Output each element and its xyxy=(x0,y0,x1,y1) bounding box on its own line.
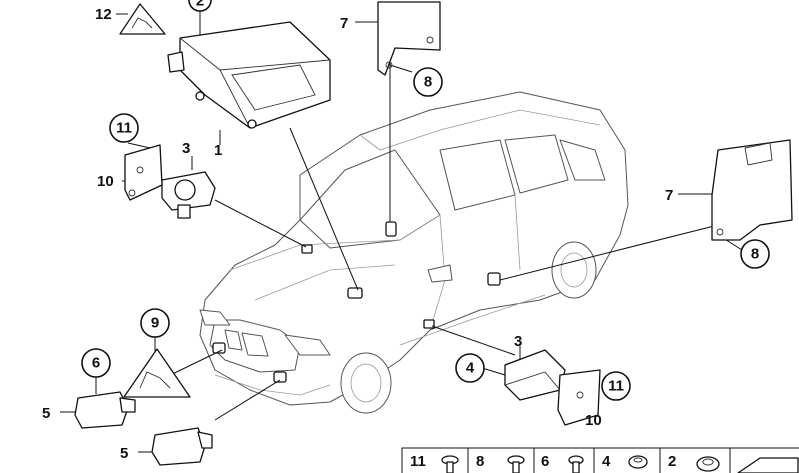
callout-11-right: 11 xyxy=(601,371,631,401)
callout-10-left: 10 xyxy=(97,173,114,190)
control-unit-bracket-top xyxy=(377,1,441,76)
callout-6: 6 xyxy=(81,348,111,378)
callout-5-lower: 5 xyxy=(120,445,128,462)
callout-3-right: 3 xyxy=(514,333,522,350)
callout-7-top: 7 xyxy=(340,15,348,32)
screw-icon xyxy=(507,455,525,473)
front-sensor-lower xyxy=(151,427,213,466)
callout-4: 4 xyxy=(455,353,485,383)
installed-sensor-marks xyxy=(212,221,501,383)
callout-10-right: 10 xyxy=(585,412,602,429)
vehicle-outline xyxy=(199,91,629,414)
side-sensor-bracket xyxy=(557,369,601,426)
side-crash-sensor xyxy=(504,349,566,401)
callout-2: 2 xyxy=(188,0,212,12)
control-unit-bracket-right xyxy=(711,139,793,241)
svg-text:11: 11 xyxy=(608,378,624,395)
strip-item-11: 11 xyxy=(410,453,426,470)
svg-text:8: 8 xyxy=(424,74,432,91)
callout-5-upper: 5 xyxy=(42,405,50,422)
sensor-bracket-left xyxy=(124,144,163,201)
svg-text:2: 2 xyxy=(196,0,204,10)
rivet-icon xyxy=(628,455,648,469)
callout-1: 1 xyxy=(214,142,222,159)
callout-7-right: 7 xyxy=(665,187,673,204)
airbag-control-unit xyxy=(167,21,331,129)
strip-item-8: 8 xyxy=(476,453,484,470)
svg-text:6: 6 xyxy=(92,355,100,372)
strip-item-4: 4 xyxy=(602,453,611,470)
screw-icon xyxy=(568,455,584,473)
callout-12: 12 xyxy=(95,6,112,23)
warning-label-9 xyxy=(123,348,191,398)
callout-8-top: 8 xyxy=(413,67,443,97)
strip-item-6: 6 xyxy=(541,453,549,470)
front-sensor-upper xyxy=(74,391,136,429)
upfront-sensor-left xyxy=(161,171,216,219)
callout-9: 9 xyxy=(140,308,170,338)
strip-item-2: 2 xyxy=(668,453,676,470)
grommet-icon xyxy=(696,456,720,472)
screw-icon xyxy=(441,455,459,473)
callout-labels: 12 1 3 10 7 7 3 10 5 5 2 11 8 8 9 xyxy=(42,0,770,462)
svg-text:4: 4 xyxy=(466,360,475,377)
callout-8-right: 8 xyxy=(740,239,770,269)
svg-text:11: 11 xyxy=(116,120,132,137)
callout-3-left: 3 xyxy=(182,140,190,157)
callout-11-left: 11 xyxy=(109,113,139,143)
warning-label-12 xyxy=(119,3,166,35)
svg-text:9: 9 xyxy=(151,315,159,332)
fastener-legend-strip: 11 8 6 4 2 xyxy=(401,447,799,473)
svg-text:8: 8 xyxy=(751,246,759,263)
cover-panel-icon xyxy=(737,457,799,473)
